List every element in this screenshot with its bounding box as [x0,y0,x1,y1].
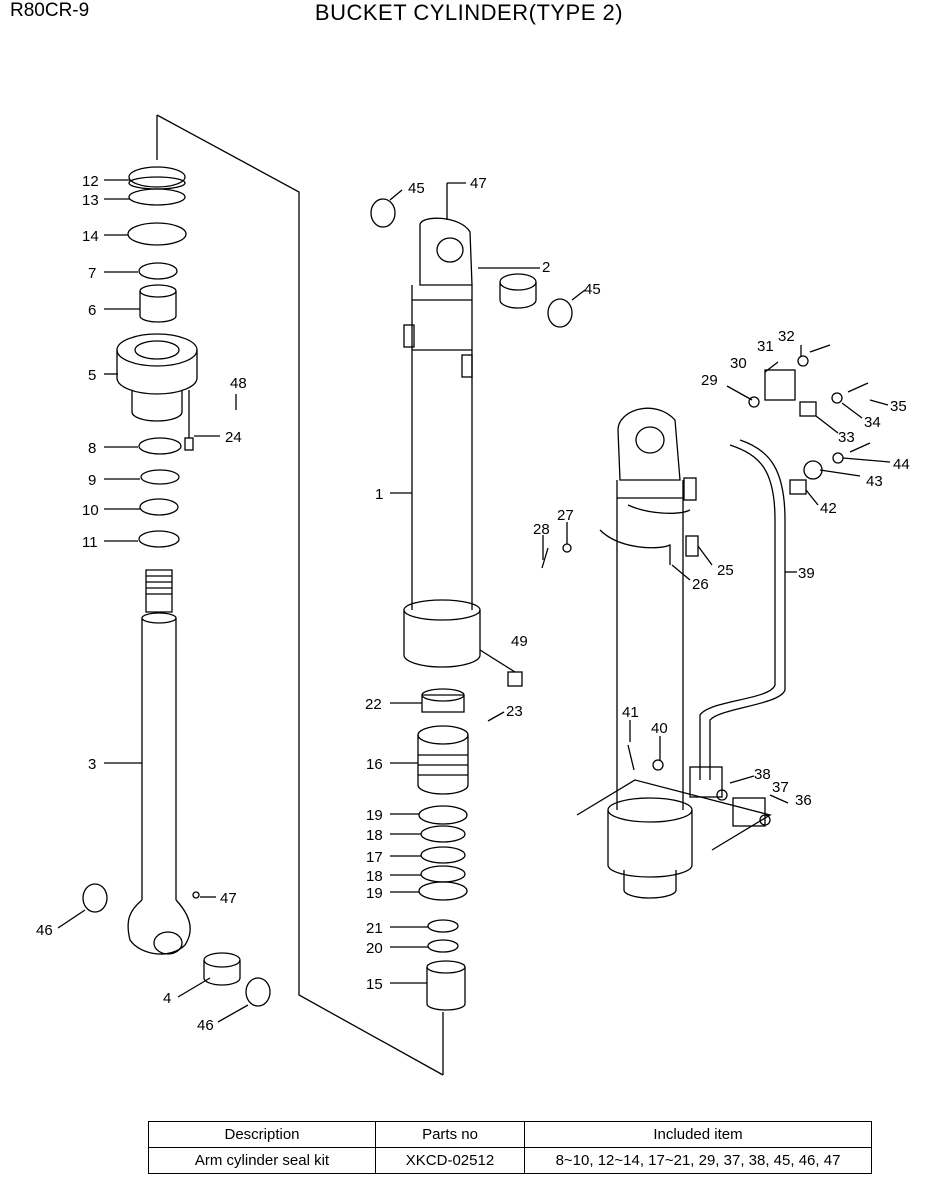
part-number-label: 10 [82,502,99,519]
part-number-label: 23 [506,703,523,720]
part-number-label: 45 [584,281,601,298]
part-number-label: 47 [470,175,487,192]
part-number-label: 11 [82,534,98,551]
part-number-label: 24 [225,429,242,446]
part-number-label: 20 [366,940,383,957]
part-number-label: 25 [717,562,734,579]
part-number-label: 47 [220,890,237,907]
kit-parts-no-cell: XKCD-02512 [375,1147,525,1174]
part-number-label: 22 [365,696,382,713]
part-number-label: 9 [88,472,96,489]
part-number-label: 33 [838,429,855,446]
part-number-label: 19 [366,807,383,824]
part-number-label: 18 [366,827,383,844]
part-number-label: 21 [366,920,383,937]
part-number-label: 45 [408,180,425,197]
kit-included-items-cell: 8~10, 12~14, 17~21, 29, 37, 38, 45, 46, … [524,1147,872,1174]
part-number-label: 44 [893,456,910,473]
seal-kit-table: Description Parts no Included item Arm c… [148,1121,872,1174]
part-number-label: 16 [366,756,383,773]
part-number-label: 31 [757,338,774,355]
column-header-description: Description [148,1121,376,1148]
model-number: R80CR-9 [10,0,90,21]
part-number-label: 1 [375,486,383,503]
part-number-label: 28 [533,521,550,538]
part-number-label: 37 [772,779,789,796]
part-number-label: 36 [795,792,812,809]
kit-description-cell: Arm cylinder seal kit [148,1147,376,1174]
part-number-label: 43 [866,473,883,490]
part-number-label: 38 [754,766,771,783]
part-number-labels: 12 13 14 7 6 5 48 24 8 9 10 11 3 47 46 4 46 45 47 2 45 1 49 22 2… [36,173,910,1034]
part-number-label: 30 [730,355,747,372]
part-number-label: 26 [692,576,709,593]
part-number-label: 4 [163,990,171,1007]
part-number-label: 3 [88,756,96,773]
part-number-label: 46 [197,1017,214,1034]
part-number-label: 18 [366,868,383,885]
part-number-label: 40 [651,720,668,737]
part-number-label: 5 [88,367,96,384]
part-number-label: 6 [88,302,96,319]
part-number-label: 46 [36,922,53,939]
part-number-label: 29 [701,372,718,389]
diagram-title: BUCKET CYLINDER(TYPE 2) [314,0,624,25]
part-number-label: 7 [88,265,96,282]
part-number-label: 12 [82,173,99,190]
part-number-label: 2 [542,259,550,276]
part-number-label: 15 [366,976,383,993]
table-row: Arm cylinder seal kit XKCD-02512 8~10, 1… [148,1147,872,1174]
part-number-label: 34 [864,414,881,431]
kit-table-header-row: Description Parts no Included item [148,1121,872,1148]
part-number-label: 42 [820,500,837,517]
drawing-lines [57,114,891,1076]
part-number-label: 17 [366,849,383,866]
part-number-label: 32 [778,328,795,345]
part-number-label: 8 [88,440,96,457]
part-number-label: 48 [230,375,247,392]
part-number-label: 41 [622,704,639,721]
part-number-label: 14 [82,228,99,245]
part-number-label: 35 [890,398,907,415]
part-number-label: 13 [82,192,99,209]
column-header-parts-no: Parts no [375,1121,525,1148]
part-number-label: 39 [798,565,815,582]
part-number-label: 27 [557,507,574,524]
part-number-label: 49 [511,633,528,650]
part-number-label: 19 [366,885,383,902]
column-header-included-item: Included item [524,1121,872,1148]
